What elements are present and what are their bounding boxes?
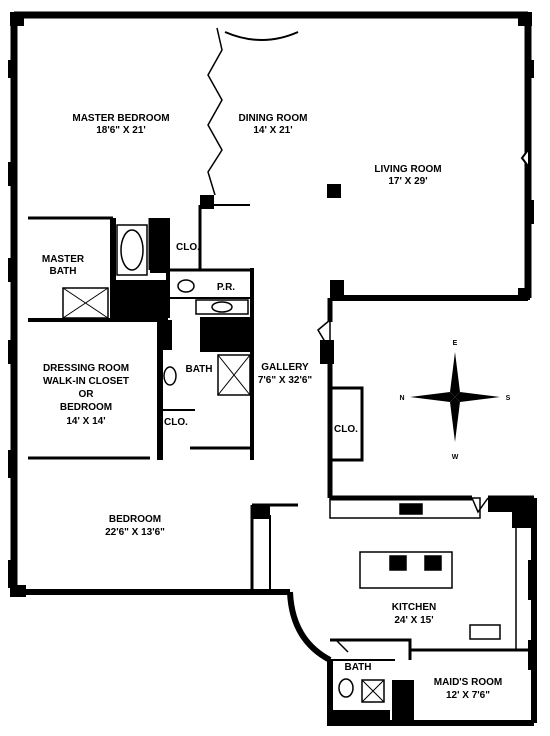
compass-label-east: E (453, 340, 458, 347)
wall-blocks (113, 195, 514, 724)
column (327, 184, 341, 198)
window-notch (520, 149, 529, 167)
master-bedroom-name: MASTER BEDROOM (72, 113, 169, 124)
kitchen-name: KITCHEN (392, 602, 436, 613)
interior-walls (28, 27, 534, 661)
dining-room-dims: 14' X 21' (253, 125, 292, 136)
room-labels: MASTER BEDROOM 18'6" X 21' DINING ROOM 1… (42, 113, 502, 701)
master-bedroom-dims: 18'6" X 21' (96, 125, 146, 136)
master-bath-name: MASTER (42, 254, 85, 265)
maid-bath-label: BATH (344, 662, 371, 673)
compass-arrow-north (450, 352, 460, 397)
compass-label-south: S (506, 395, 511, 402)
bedroom-name: BEDROOM (109, 514, 161, 525)
compass-arrow-south (450, 397, 460, 442)
dressing-room-line4: BEDROOM (60, 402, 112, 413)
wall-columns (8, 12, 536, 724)
dressing-room-line1: DRESSING ROOM (43, 363, 129, 374)
compass-label-west: W (452, 454, 459, 461)
dressing-room-line3: OR (79, 389, 95, 400)
closet-label-3: CLO. (334, 424, 358, 435)
kitchen-dims: 24' X 15' (394, 615, 433, 626)
fixtures (62, 224, 533, 703)
gallery-name: GALLERY (261, 362, 309, 373)
maids-room-dims: 12' X 7'6" (446, 690, 490, 701)
dining-room-name: DINING ROOM (239, 113, 308, 124)
gallery-dims: 7'6" X 32'6" (258, 375, 313, 386)
closet-label-1: CLO. (176, 242, 200, 253)
bedroom-dims: 22'6" X 13'6" (105, 527, 165, 538)
bath-label: BATH (185, 364, 212, 375)
compass-arrow-west (410, 392, 455, 402)
living-room-dims: 17' X 29' (388, 176, 427, 187)
compass-rose: E W N S (399, 340, 510, 461)
dressing-room-dims: 14' X 14' (66, 416, 105, 427)
closet-label-2: CLO. (164, 417, 188, 428)
maids-room-name: MAID'S ROOM (434, 677, 503, 688)
living-room-name: LIVING ROOM (374, 164, 441, 175)
dressing-room-line2: WALK-IN CLOSET (43, 376, 129, 387)
compass-label-north: N (399, 395, 404, 402)
master-bath-name-line2: BATH (49, 266, 76, 277)
compass-arrow-east (455, 392, 500, 402)
powder-room-label: P.R. (217, 282, 235, 293)
